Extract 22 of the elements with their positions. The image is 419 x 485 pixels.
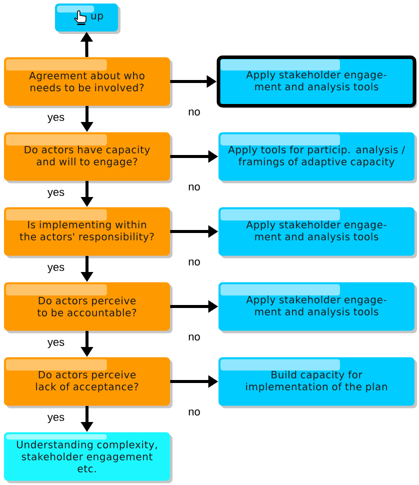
edge-label: yes: [46, 338, 66, 350]
edge-label: no: [187, 183, 202, 192]
edge-label: no: [187, 333, 202, 342]
edge-label: yes: [46, 414, 66, 424]
edge-label: no: [187, 108, 202, 116]
outcome-box: Understanding complexity, stakeholder engagement etc.: [4, 432, 172, 484]
edge-label: no: [187, 408, 202, 416]
edge-label: yes: [46, 264, 66, 274]
decision-box: Do actors perceive lack of acceptance?: [4, 357, 172, 408]
decision-box: Is implementing within the actors' responsibility?: [4, 207, 172, 258]
edge-label: yes: [46, 114, 66, 124]
action-box: Apply stakeholder engage- ment and analysis tools: [216, 56, 417, 108]
up-button: up: [55, 4, 120, 34]
action-box: Apply tools for particip. analysis / framings of adaptive capacity: [218, 132, 417, 184]
action-box: Build capacity for implementation of the plan: [218, 357, 417, 408]
action-box: Apply stakeholder engage- ment and analysis tools: [218, 282, 417, 334]
decision-box: Do actors perceive to be accountable?: [4, 282, 172, 334]
decision-box: Do actors have capacity and will to engage?: [4, 132, 172, 184]
edge-label: yes: [46, 188, 66, 200]
decision-box: Agreement about who needs to be involved?: [4, 57, 172, 108]
action-box: Apply stakeholder engage- ment and analysis tools: [218, 207, 417, 258]
edge-label: no: [187, 258, 202, 266]
